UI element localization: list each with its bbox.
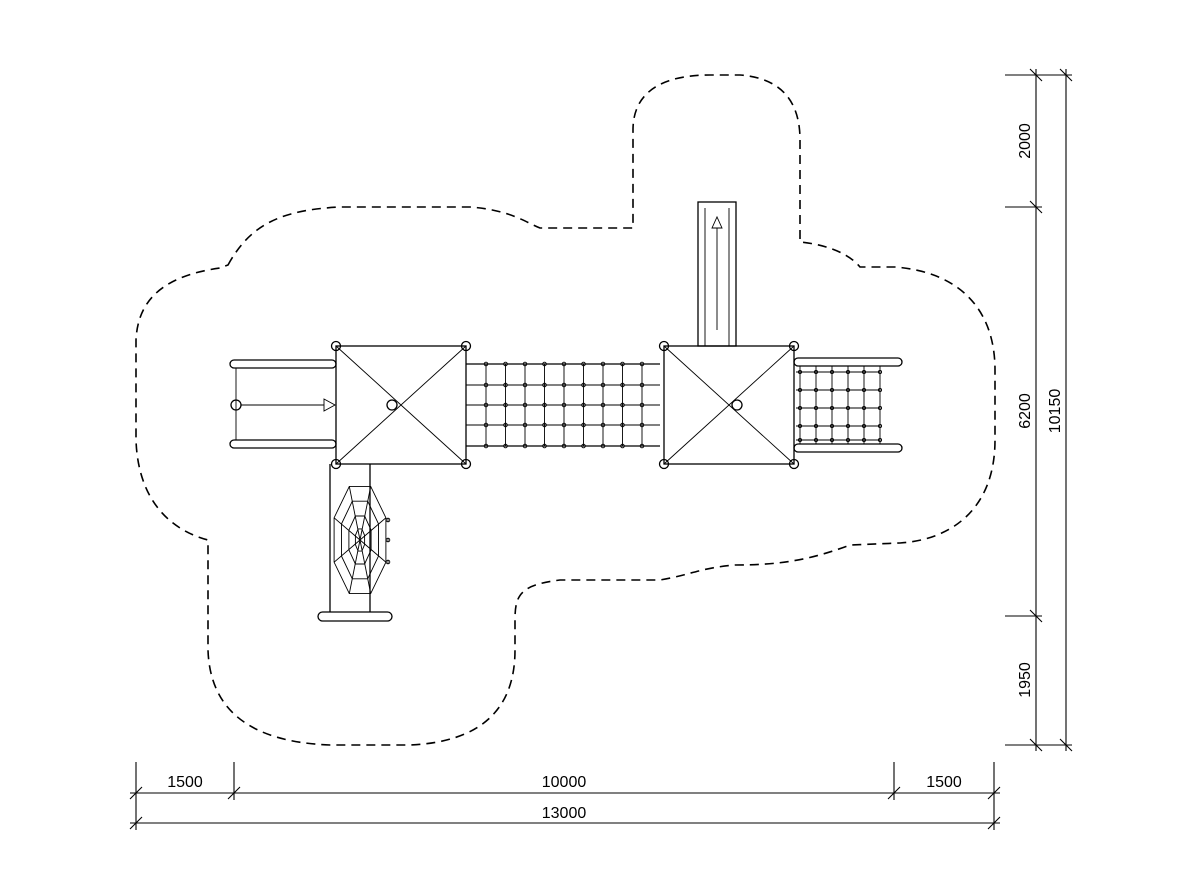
- net-bridge: [466, 361, 660, 449]
- dim-middle-width: 10000: [542, 774, 587, 791]
- dim-bottom-margin: 1950: [1017, 662, 1034, 698]
- right-tower: [658, 340, 800, 470]
- vertical-dimensions: 2000 6200 1950 10150: [1005, 68, 1073, 752]
- horizontal-dimensions: 1500 10000 1500 13000: [129, 762, 1001, 830]
- right-net-panel: [793, 357, 903, 453]
- dim-total-depth: 10150: [1047, 389, 1064, 434]
- dim-left-margin: 1500: [167, 774, 203, 791]
- slide-direction-arrow-icon: [323, 398, 336, 412]
- slide-direction-arrow-icon: [711, 215, 723, 229]
- left-slide: [229, 359, 337, 449]
- dim-right-margin: 1500: [926, 774, 962, 791]
- safety-zone-outline: [135, 74, 996, 746]
- spider-net-climber: [317, 464, 393, 622]
- dim-total-width: 13000: [542, 805, 587, 822]
- left-tower: [330, 340, 472, 470]
- dim-top-margin: 2000: [1017, 123, 1034, 159]
- top-slide: [697, 201, 737, 347]
- dim-middle-depth: 6200: [1017, 393, 1034, 429]
